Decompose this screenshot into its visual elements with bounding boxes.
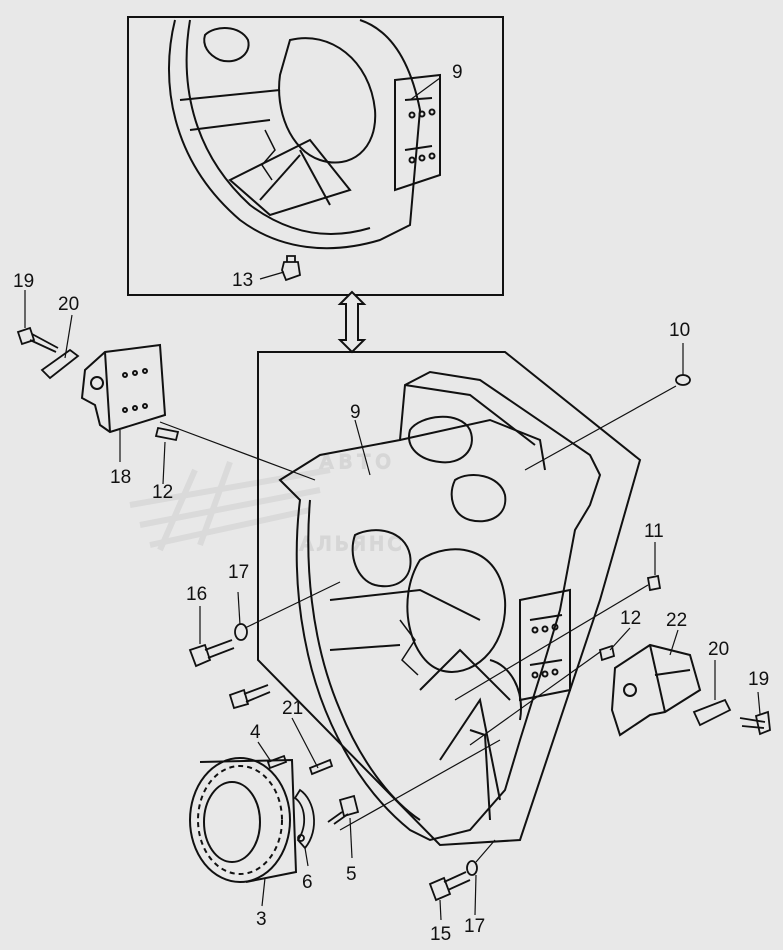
callout-21: 21 <box>282 698 303 719</box>
bolt-16-icon <box>188 639 235 668</box>
leader-lines <box>24 77 761 921</box>
inset-frame <box>127 16 504 296</box>
watermark-logo-icon <box>129 460 331 552</box>
bolt-19-left-icon <box>16 326 59 353</box>
pin-12-right-icon <box>598 644 616 662</box>
bracket-22-icon <box>610 643 702 737</box>
bolt-5-icon <box>327 794 360 825</box>
callout-19-left: 19 <box>13 271 34 292</box>
callout-10: 10 <box>669 320 690 341</box>
pin-4-icon <box>266 754 288 770</box>
pin-21-icon <box>308 758 334 776</box>
bolt-19-right-icon <box>739 710 771 736</box>
callout-5: 5 <box>346 864 357 885</box>
callout-20-right: 20 <box>708 639 729 660</box>
callout-12-left: 12 <box>152 482 173 503</box>
washer-17-bottom-icon <box>466 860 478 876</box>
callout-19-right: 19 <box>748 669 769 690</box>
callout-9-inset: 9 <box>452 62 463 83</box>
callout-6: 6 <box>302 872 313 893</box>
callout-22: 22 <box>666 610 687 631</box>
callout-12-right: 12 <box>620 608 641 629</box>
plate-6-icon <box>293 788 315 850</box>
callouts: 9 13 19 20 18 12 9 10 11 12 22 20 19 16 … <box>13 62 769 945</box>
callout-4: 4 <box>250 722 261 743</box>
callout-9-main: 9 <box>350 402 361 423</box>
bolt-loose-icon <box>228 684 271 710</box>
washer-17-left-icon <box>234 623 248 641</box>
callout-16: 16 <box>186 584 207 605</box>
bolt-15-icon <box>428 871 471 902</box>
nut-11-icon <box>646 574 662 592</box>
callout-11: 11 <box>644 521 664 542</box>
main-housing-drawing <box>278 370 602 842</box>
watermark-line1: АВТО <box>320 451 397 473</box>
callout-3: 3 <box>256 909 267 930</box>
watermark: АВТО АЛЬЯНС <box>129 450 405 556</box>
callout-17-left: 17 <box>228 562 249 583</box>
inset-housing-drawing <box>167 19 441 250</box>
plate-20-left-icon <box>40 348 80 380</box>
bracket-18-icon <box>80 343 167 434</box>
callout-20-left: 20 <box>58 294 79 315</box>
plate-20-right-icon <box>692 698 732 727</box>
bolt-13-icon <box>281 255 302 282</box>
callout-15: 15 <box>430 924 451 945</box>
pin-12-left-icon <box>154 426 180 442</box>
callout-18: 18 <box>110 467 131 488</box>
callout-13: 13 <box>232 270 253 291</box>
main-frame <box>257 351 642 847</box>
ring-gear-3-icon <box>189 757 298 883</box>
watermark-line2: АЛЬЯНС <box>300 533 405 555</box>
callout-17-bottom: 17 <box>464 916 485 937</box>
